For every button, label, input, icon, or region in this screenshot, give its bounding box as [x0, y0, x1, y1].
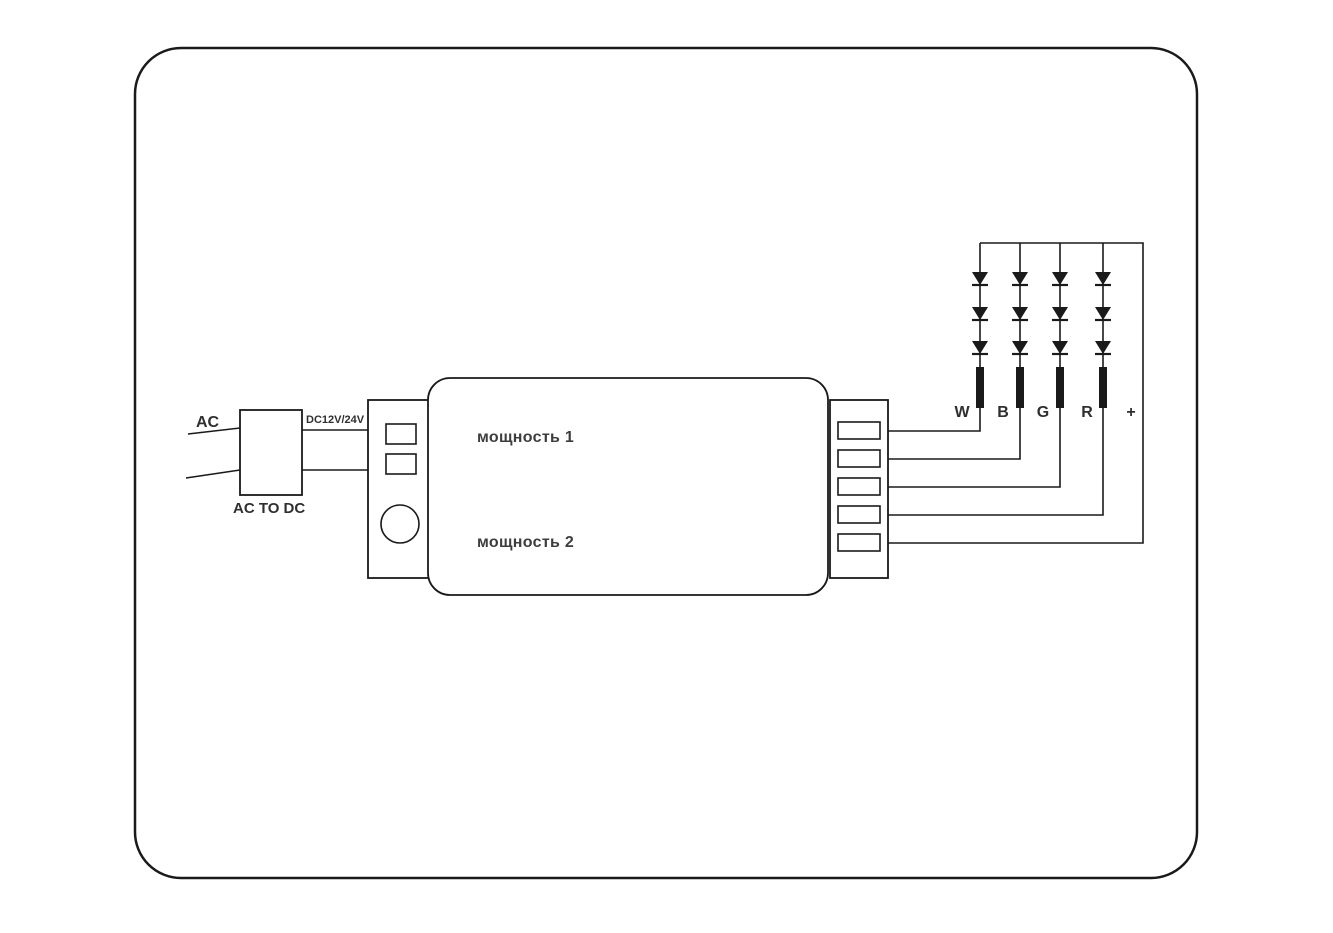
output-terminal-slot	[837, 421, 881, 440]
led-diode	[1052, 272, 1068, 285]
strip-bar	[1099, 367, 1107, 408]
channel-label-positive: +	[1126, 404, 1135, 421]
channel-label-b: B	[997, 404, 1009, 421]
led-column-r	[1095, 243, 1111, 408]
dc-voltage-label: DC12V/24V	[306, 414, 365, 426]
channel-label-w: W	[954, 404, 970, 421]
input-terminal-block	[367, 399, 431, 579]
channel-wire-r	[888, 408, 1104, 516]
output-terminal-slot	[837, 449, 881, 468]
output-terminal-block	[829, 399, 889, 579]
led-diode	[1052, 307, 1068, 320]
led-column-g	[1052, 243, 1068, 408]
led-diode	[972, 307, 988, 320]
channel-label-r: R	[1081, 404, 1093, 421]
controller-body	[427, 377, 829, 596]
round-connector	[380, 504, 420, 544]
channel-wire-g	[888, 408, 1061, 488]
led-diode	[1012, 272, 1028, 285]
ac-label: AC	[196, 414, 220, 431]
power2-label: мощность 2	[477, 534, 574, 551]
led-column-b	[1012, 243, 1028, 408]
led-diode	[1095, 272, 1111, 285]
diagram-border	[133, 46, 1199, 880]
ac-to-dc-converter	[239, 409, 303, 496]
input-terminal-slot	[385, 423, 417, 445]
led-diode	[1095, 341, 1111, 354]
led-diode	[972, 272, 988, 285]
output-terminal-slot	[837, 477, 881, 496]
output-terminal-slot	[837, 533, 881, 552]
led-diode	[972, 341, 988, 354]
channel-wire-positive	[888, 242, 1144, 544]
power1-label: мощность 1	[477, 429, 574, 446]
channel-wire-w	[888, 408, 981, 432]
led-diode	[1095, 307, 1111, 320]
led-diode	[1012, 307, 1028, 320]
ac-input-wires	[185, 427, 241, 479]
led-diode	[1052, 341, 1068, 354]
strip-bar	[1016, 367, 1024, 408]
led-diode	[1012, 341, 1028, 354]
channel-wire-b	[888, 408, 1021, 460]
channel-label-g: G	[1037, 404, 1049, 421]
channel-wires	[888, 242, 1144, 544]
strip-bar	[1056, 367, 1064, 408]
ac-to-dc-label: AC TO DC	[233, 500, 305, 517]
dc-wires	[302, 429, 368, 471]
strip-bar	[976, 367, 984, 408]
input-terminal-slot	[385, 453, 417, 475]
led-column-w	[972, 243, 988, 408]
output-terminal-slot	[837, 505, 881, 524]
